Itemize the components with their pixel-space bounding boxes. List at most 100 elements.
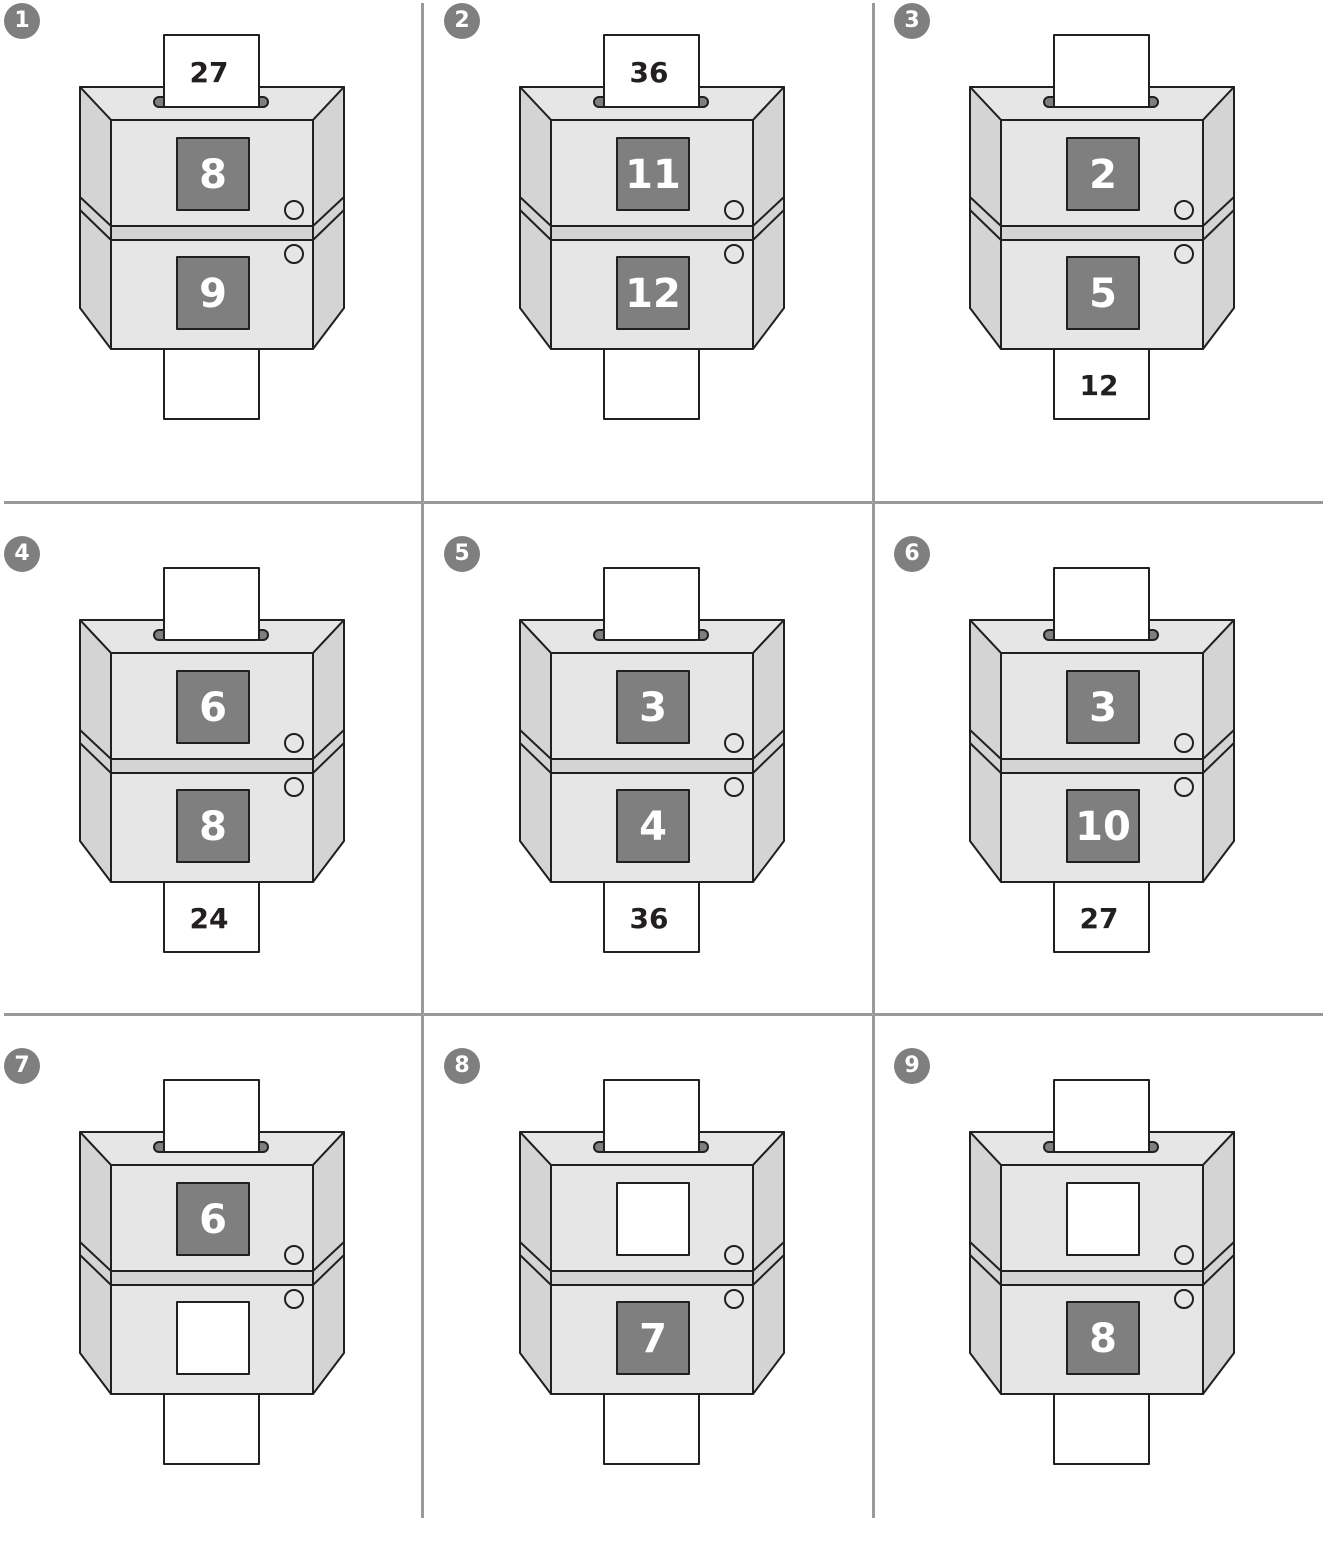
output-card[interactable] [1054, 1389, 1149, 1464]
right-panel [313, 87, 344, 349]
left-panel [970, 1132, 1001, 1394]
machine-cell: 53634 [440, 533, 860, 1038]
number-machine: 36 11 12 [440, 0, 860, 505]
indicator-light [725, 734, 743, 752]
number-machine: 27 8 9 [0, 0, 420, 505]
left-panel [520, 620, 551, 882]
number-machine: 36 3 4 [440, 533, 860, 1038]
stage-band [551, 759, 753, 773]
input-value: 27 [190, 56, 229, 89]
indicator-light [725, 778, 743, 796]
indicator-light [285, 1290, 303, 1308]
input-card-face [605, 1081, 698, 1151]
bottom-operation-window[interactable] [177, 1302, 249, 1374]
bottom-operation-value: 10 [1075, 804, 1131, 850]
machine-cell: 31225 [890, 0, 1310, 505]
indicator-light [1175, 778, 1193, 796]
bottom-operation-value: 9 [199, 271, 227, 317]
stage-band [111, 1271, 313, 1285]
left-panel [970, 620, 1001, 882]
number-machine: 6 [0, 1045, 420, 1550]
bottom-operation-value: 12 [625, 271, 681, 317]
top-operation-value: 2 [1089, 152, 1117, 198]
top-operation-value: 6 [199, 685, 227, 731]
output-value: 27 [1080, 902, 1119, 935]
column-divider [421, 3, 424, 1518]
stage-band [551, 226, 753, 240]
indicator-light [285, 201, 303, 219]
top-operation-value: 3 [1089, 685, 1117, 731]
indicator-light [1175, 201, 1193, 219]
indicator-light [285, 734, 303, 752]
top-operation-value: 8 [199, 152, 227, 198]
right-panel [1203, 87, 1234, 349]
indicator-light [725, 1290, 743, 1308]
top-operation-window[interactable] [1067, 1183, 1139, 1255]
indicator-light [1175, 734, 1193, 752]
stage-band [111, 759, 313, 773]
left-panel [520, 1132, 551, 1394]
left-panel [80, 620, 111, 882]
number-machine: 8 [890, 1045, 1310, 1550]
right-panel [313, 620, 344, 882]
stage-band [551, 1271, 753, 1285]
indicator-light [725, 1246, 743, 1264]
output-value: 36 [630, 902, 669, 935]
left-panel [970, 87, 1001, 349]
bottom-operation-value: 8 [1089, 1316, 1117, 1362]
input-card-face [165, 569, 258, 639]
indicator-light [725, 201, 743, 219]
stage-band [1001, 226, 1203, 240]
output-card[interactable] [164, 1389, 259, 1464]
left-panel [80, 87, 111, 349]
output-value: 12 [1080, 369, 1119, 402]
right-panel [753, 620, 784, 882]
left-panel [80, 1132, 111, 1394]
stage-band [1001, 759, 1203, 773]
right-panel [753, 1132, 784, 1394]
number-machine: 7 [440, 1045, 860, 1550]
bottom-operation-value: 7 [639, 1316, 667, 1362]
machine-cell: 98 [890, 1045, 1310, 1550]
top-operation-value: 11 [625, 152, 681, 198]
column-divider [872, 3, 875, 1518]
top-operation-value: 6 [199, 1197, 227, 1243]
machine-cell: 2361112 [440, 0, 860, 505]
left-panel [520, 87, 551, 349]
indicator-light [725, 245, 743, 263]
right-panel [313, 1132, 344, 1394]
bottom-operation-value: 8 [199, 804, 227, 850]
indicator-light [285, 1246, 303, 1264]
right-panel [753, 87, 784, 349]
output-card[interactable] [604, 344, 699, 419]
output-value: 24 [190, 902, 229, 935]
input-card-face [1055, 1081, 1148, 1151]
input-card-face [1055, 36, 1148, 106]
right-panel [1203, 620, 1234, 882]
top-operation-window[interactable] [617, 1183, 689, 1255]
indicator-light [1175, 245, 1193, 263]
output-card[interactable] [164, 344, 259, 419]
machine-cell: 87 [440, 1045, 860, 1550]
top-operation-value: 3 [639, 685, 667, 731]
input-card-face [605, 569, 698, 639]
input-card-face [1055, 569, 1148, 639]
number-machine: 12 2 5 [890, 0, 1310, 505]
indicator-light [285, 778, 303, 796]
input-value: 36 [630, 56, 669, 89]
output-card[interactable] [604, 1389, 699, 1464]
input-card-face [165, 1081, 258, 1151]
bottom-operation-value: 5 [1089, 271, 1117, 317]
right-panel [1203, 1132, 1234, 1394]
number-machine: 24 6 8 [0, 533, 420, 1038]
indicator-light [1175, 1246, 1193, 1264]
bottom-operation-value: 4 [639, 804, 667, 850]
stage-band [111, 226, 313, 240]
indicator-light [1175, 1290, 1193, 1308]
stage-band [1001, 1271, 1203, 1285]
